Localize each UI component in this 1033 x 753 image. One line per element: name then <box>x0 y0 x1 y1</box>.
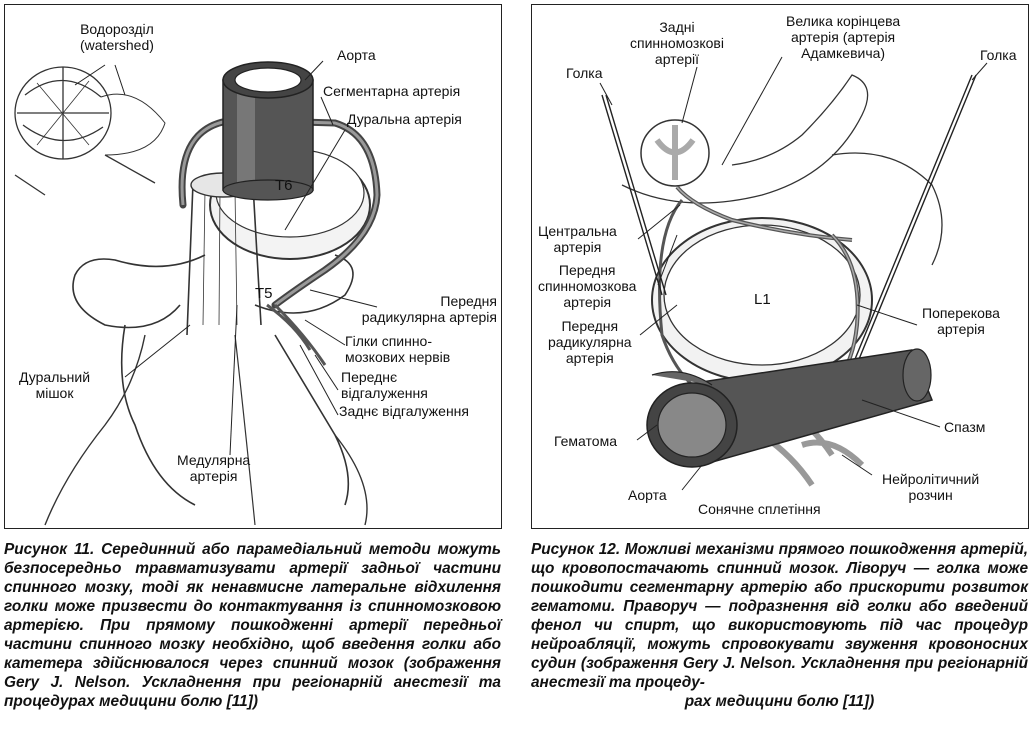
label-central-artery: Центральна артерія <box>538 223 617 255</box>
label-spinal-nerve-branches: Гілки спинно- мозкових нервів <box>345 333 451 365</box>
label-aorta: Аорта <box>337 47 376 63</box>
label-aorta: Аорта <box>628 487 667 503</box>
label-solar-plexus: Сонячне сплетіння <box>698 501 821 517</box>
label-lumbar-artery: Поперекова артерія <box>922 305 1000 337</box>
label-needle-right: Голка <box>980 47 1017 63</box>
figure-12-caption: Рисунок 12. Можливі механізми прямого по… <box>531 540 1028 711</box>
figure-11-illustration <box>14 60 381 526</box>
label-anterior-ramus: Переднє відгалуження <box>341 369 428 401</box>
aorta-shape <box>646 348 934 468</box>
figure-12-illustration <box>599 56 988 491</box>
label-medullary-artery: Медулярна артерія <box>177 452 251 484</box>
label-t5: T5 <box>255 285 273 302</box>
label-great-radicular-artery: Велика корінцева артерія (артерія Адамке… <box>786 13 901 61</box>
figure-12-caption-main: Рисунок 12. Можливі механізми прямого по… <box>531 541 1028 691</box>
label-hematoma: Гематома <box>554 433 617 449</box>
figure-12-caption-last: рах медицини болю [11]) <box>684 693 875 710</box>
figure-11-panel: Водорозділ (watershed) Аорта Сегментарна… <box>4 4 502 529</box>
figure-11-caption: Рисунок 11. Серединний або парамедіальни… <box>4 541 501 710</box>
label-l1: L1 <box>754 291 771 308</box>
label-spasm: Спазм <box>944 419 986 435</box>
label-t6: T6 <box>275 177 293 194</box>
label-anterior-spinal-artery: Передня спинномозкова артерія <box>538 262 637 310</box>
label-anterior-radicular-artery: Передня радикулярна артерія <box>361 293 497 325</box>
label-needle-left: Голка <box>566 65 603 81</box>
label-dural-sac: Дуральний мішок <box>19 369 91 401</box>
label-dural-artery: Дуральна артерія <box>347 111 462 127</box>
label-posterior-ramus: Заднє відгалуження <box>339 403 469 419</box>
figure-12-panel: Задні спинномозкові артерії Велика корін… <box>531 4 1029 529</box>
label-segmental-artery: Сегментарна артерія <box>323 83 461 99</box>
label-neurolytic-solution: Нейролітичний розчин <box>882 471 980 503</box>
label-anterior-radicular-artery: Передня радикулярна артерія <box>548 318 632 366</box>
label-posterior-spinal-arteries: Задні спинномозкові артерії <box>630 19 724 67</box>
aorta-shape <box>222 61 314 201</box>
label-watershed: Водорозділ (watershed) <box>80 21 154 53</box>
